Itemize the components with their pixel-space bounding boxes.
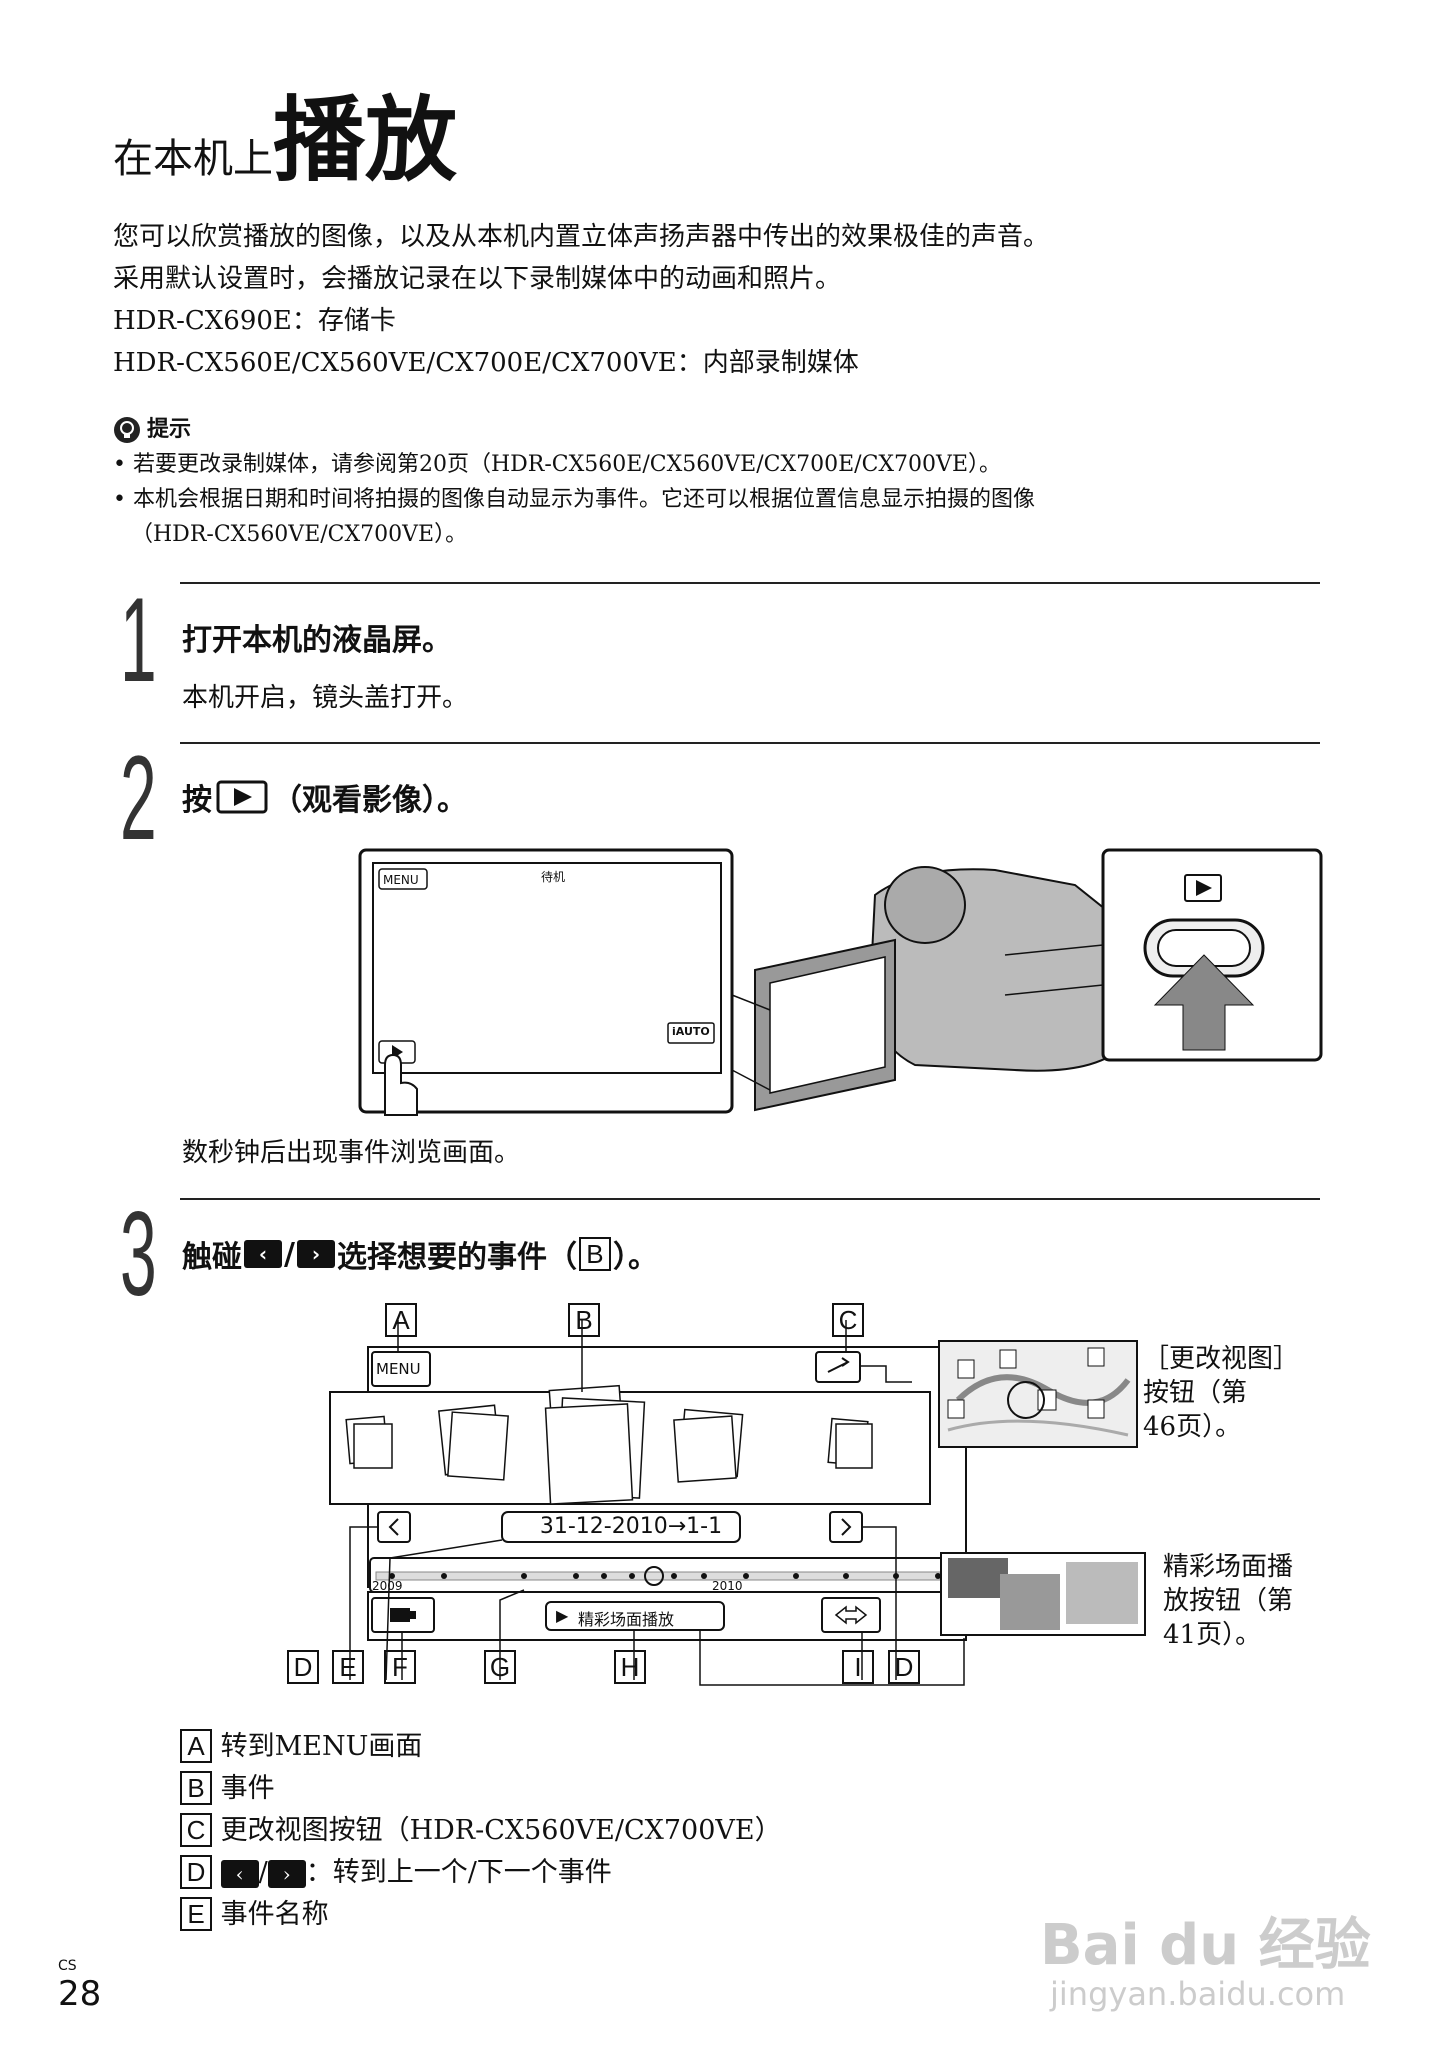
highlight-playback-thumbnail (940, 1552, 1146, 1636)
intro: 您可以欣赏播放的图像，以及从本机内置立体声扬声器中传出的效果极佳的声音。 采用默… (113, 216, 1049, 384)
letter-label: F (384, 1650, 416, 1684)
tip-section: 提示 • 若要更改录制媒体，请参阅第20页（HDR-CX560E/CX560VE… (113, 412, 1035, 552)
map-view-thumbnail (938, 1340, 1138, 1448)
highlight-note: 精彩场面播 放按钮（第 41页）。 (1163, 1552, 1294, 1650)
step-divider (180, 582, 1320, 584)
iauto-button[interactable] (667, 1022, 715, 1044)
iauto-label: iAUTO (672, 1025, 710, 1038)
page-title: 在本机上播放 (113, 66, 457, 199)
tip-bullet: • 本机会根据日期和时间将拍摄的图像自动显示为事件。它还可以根据位置信息显示拍摄… (113, 487, 1035, 512)
watermark-url: jingyan.baidu.com (1050, 1975, 1346, 2013)
prev-icon: ‹ (220, 1859, 259, 1888)
watermark-brand: Bai du 经验 (1040, 1913, 1371, 1978)
legend-item: E 事件名称 (180, 1894, 782, 1936)
legend-item: B 事件 (180, 1768, 782, 1810)
menu-button[interactable] (378, 868, 428, 890)
menu-button-label: MENU (383, 873, 419, 887)
step-number: 3 (120, 1187, 157, 1321)
menu-button-label: MENU (376, 1360, 421, 1378)
step-title: 按 （观看影像）。 (182, 775, 467, 819)
arrow-up-icon (1153, 954, 1255, 1051)
legend-item: D ‹/›：转到上一个/下一个事件 (180, 1852, 782, 1894)
step-number: 1 (120, 573, 157, 707)
letter-label: D (888, 1650, 920, 1684)
step-number: 2 (120, 731, 157, 865)
letter-label: D (287, 1650, 319, 1684)
step-divider (180, 742, 1320, 744)
prev-event-button[interactable] (377, 1511, 411, 1543)
lightbulb-icon (114, 416, 140, 443)
letter-label: G (484, 1650, 516, 1684)
letter-label: H (614, 1650, 646, 1684)
step-desc: 数秒钟后出现事件浏览画面。 (182, 1138, 521, 1168)
letter-label: B (568, 1303, 600, 1337)
status-text: 待机 (541, 870, 566, 884)
letter-label: B (578, 1237, 611, 1271)
tip-label: 提示 (147, 417, 192, 442)
camera-illustration (358, 848, 1323, 1116)
page-number: 28 (58, 1974, 102, 2014)
step-desc: 本机开启，镜头盖打开。 (182, 683, 469, 713)
event-view-diagram (329, 1320, 967, 1686)
prev-icon: ‹ (244, 1240, 282, 1268)
event-name: 31-12-2010→1-1 (539, 1514, 723, 1539)
highlight-playback-button[interactable] (545, 1601, 725, 1631)
footer-lang: CS (58, 1958, 77, 1974)
next-icon: › (296, 1240, 335, 1268)
next-icon: › (267, 1859, 306, 1888)
step-title: 触碰 ‹ / › 选择想要的事件（ B ）。 (182, 1236, 658, 1276)
legend-item: A 转到MENU画面 (180, 1726, 782, 1768)
view-change-note: ［更改视图］ 按钮（第 46页）。 (1143, 1344, 1300, 1442)
play-button-icon (216, 780, 268, 814)
step-divider (180, 1198, 1320, 1200)
tip-bullet: （HDR-CX560VE/CX700VE）。 (131, 522, 468, 547)
timeline-year-start: 2009 (372, 1579, 403, 1593)
letter-label: A (385, 1303, 417, 1337)
legend-item: C 更改视图按钮（HDR-CX560VE/CX700VE） (180, 1810, 782, 1852)
letter-label: I (842, 1650, 874, 1684)
letter-label: C (832, 1303, 864, 1337)
menu-button[interactable] (371, 1351, 431, 1387)
title-small: 在本机上 (113, 136, 273, 182)
highlight-playback-label: 精彩场面播放 (578, 1610, 675, 1629)
intro-line: 采用默认设置时，会播放记录在以下录制媒体中的动画和照片。 (113, 264, 842, 294)
next-event-button[interactable] (829, 1511, 863, 1543)
step-title: 打开本机的液晶屏。 (182, 623, 452, 658)
letter-label: E (332, 1650, 364, 1684)
timeline-year-end: 2010 (712, 1579, 743, 1593)
finger-icon (384, 1053, 418, 1116)
intro-line: HDR-CX690E：存储卡 (113, 306, 396, 336)
intro-line: HDR-CX560E/CX560VE/CX700E/CX700VE：内部录制媒体 (113, 348, 859, 378)
tip-bullet: • 若要更改录制媒体，请参阅第20页（HDR-CX560E/CX560VE/CX… (113, 452, 1001, 477)
highlight-icon: ▶ (556, 1606, 569, 1625)
intro-line: 您可以欣赏播放的图像，以及从本机内置立体声扬声器中传出的效果极佳的声音。 (113, 222, 1050, 252)
timeline-marker[interactable] (644, 1566, 664, 1586)
title-large: 播放 (273, 87, 458, 194)
legend: A 转到MENU画面 B 事件 C 更改视图按钮（HDR-CX560VE/CX7… (180, 1726, 782, 1936)
event-name-box (501, 1511, 741, 1543)
